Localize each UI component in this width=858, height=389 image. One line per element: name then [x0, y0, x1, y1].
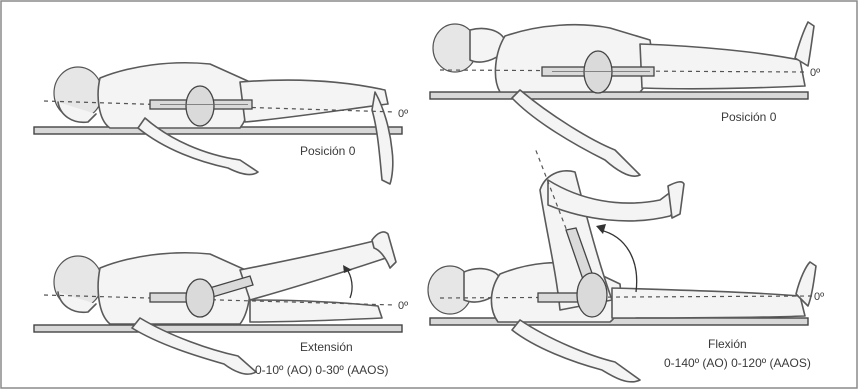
- degree-label: 0º: [398, 300, 408, 312]
- exam-table: [430, 92, 808, 99]
- degree-label: 0º: [810, 67, 820, 79]
- exam-table: [34, 325, 402, 332]
- degree-label: 0º: [814, 291, 824, 303]
- torso: [98, 63, 250, 128]
- motion-title: Extensión: [300, 340, 353, 354]
- motion-range: 0-10º (AO) 0-30º (AAOS): [255, 363, 388, 377]
- exam-table: [430, 318, 808, 325]
- motion-range: 0-140º (AO) 0-120º (AAOS): [664, 356, 811, 370]
- motion-title: Flexión: [708, 337, 747, 351]
- position-caption: Posición 0: [300, 144, 356, 158]
- torso: [495, 25, 651, 92]
- degree-label: 0º: [398, 108, 408, 120]
- position-caption: Posición 0: [721, 110, 777, 124]
